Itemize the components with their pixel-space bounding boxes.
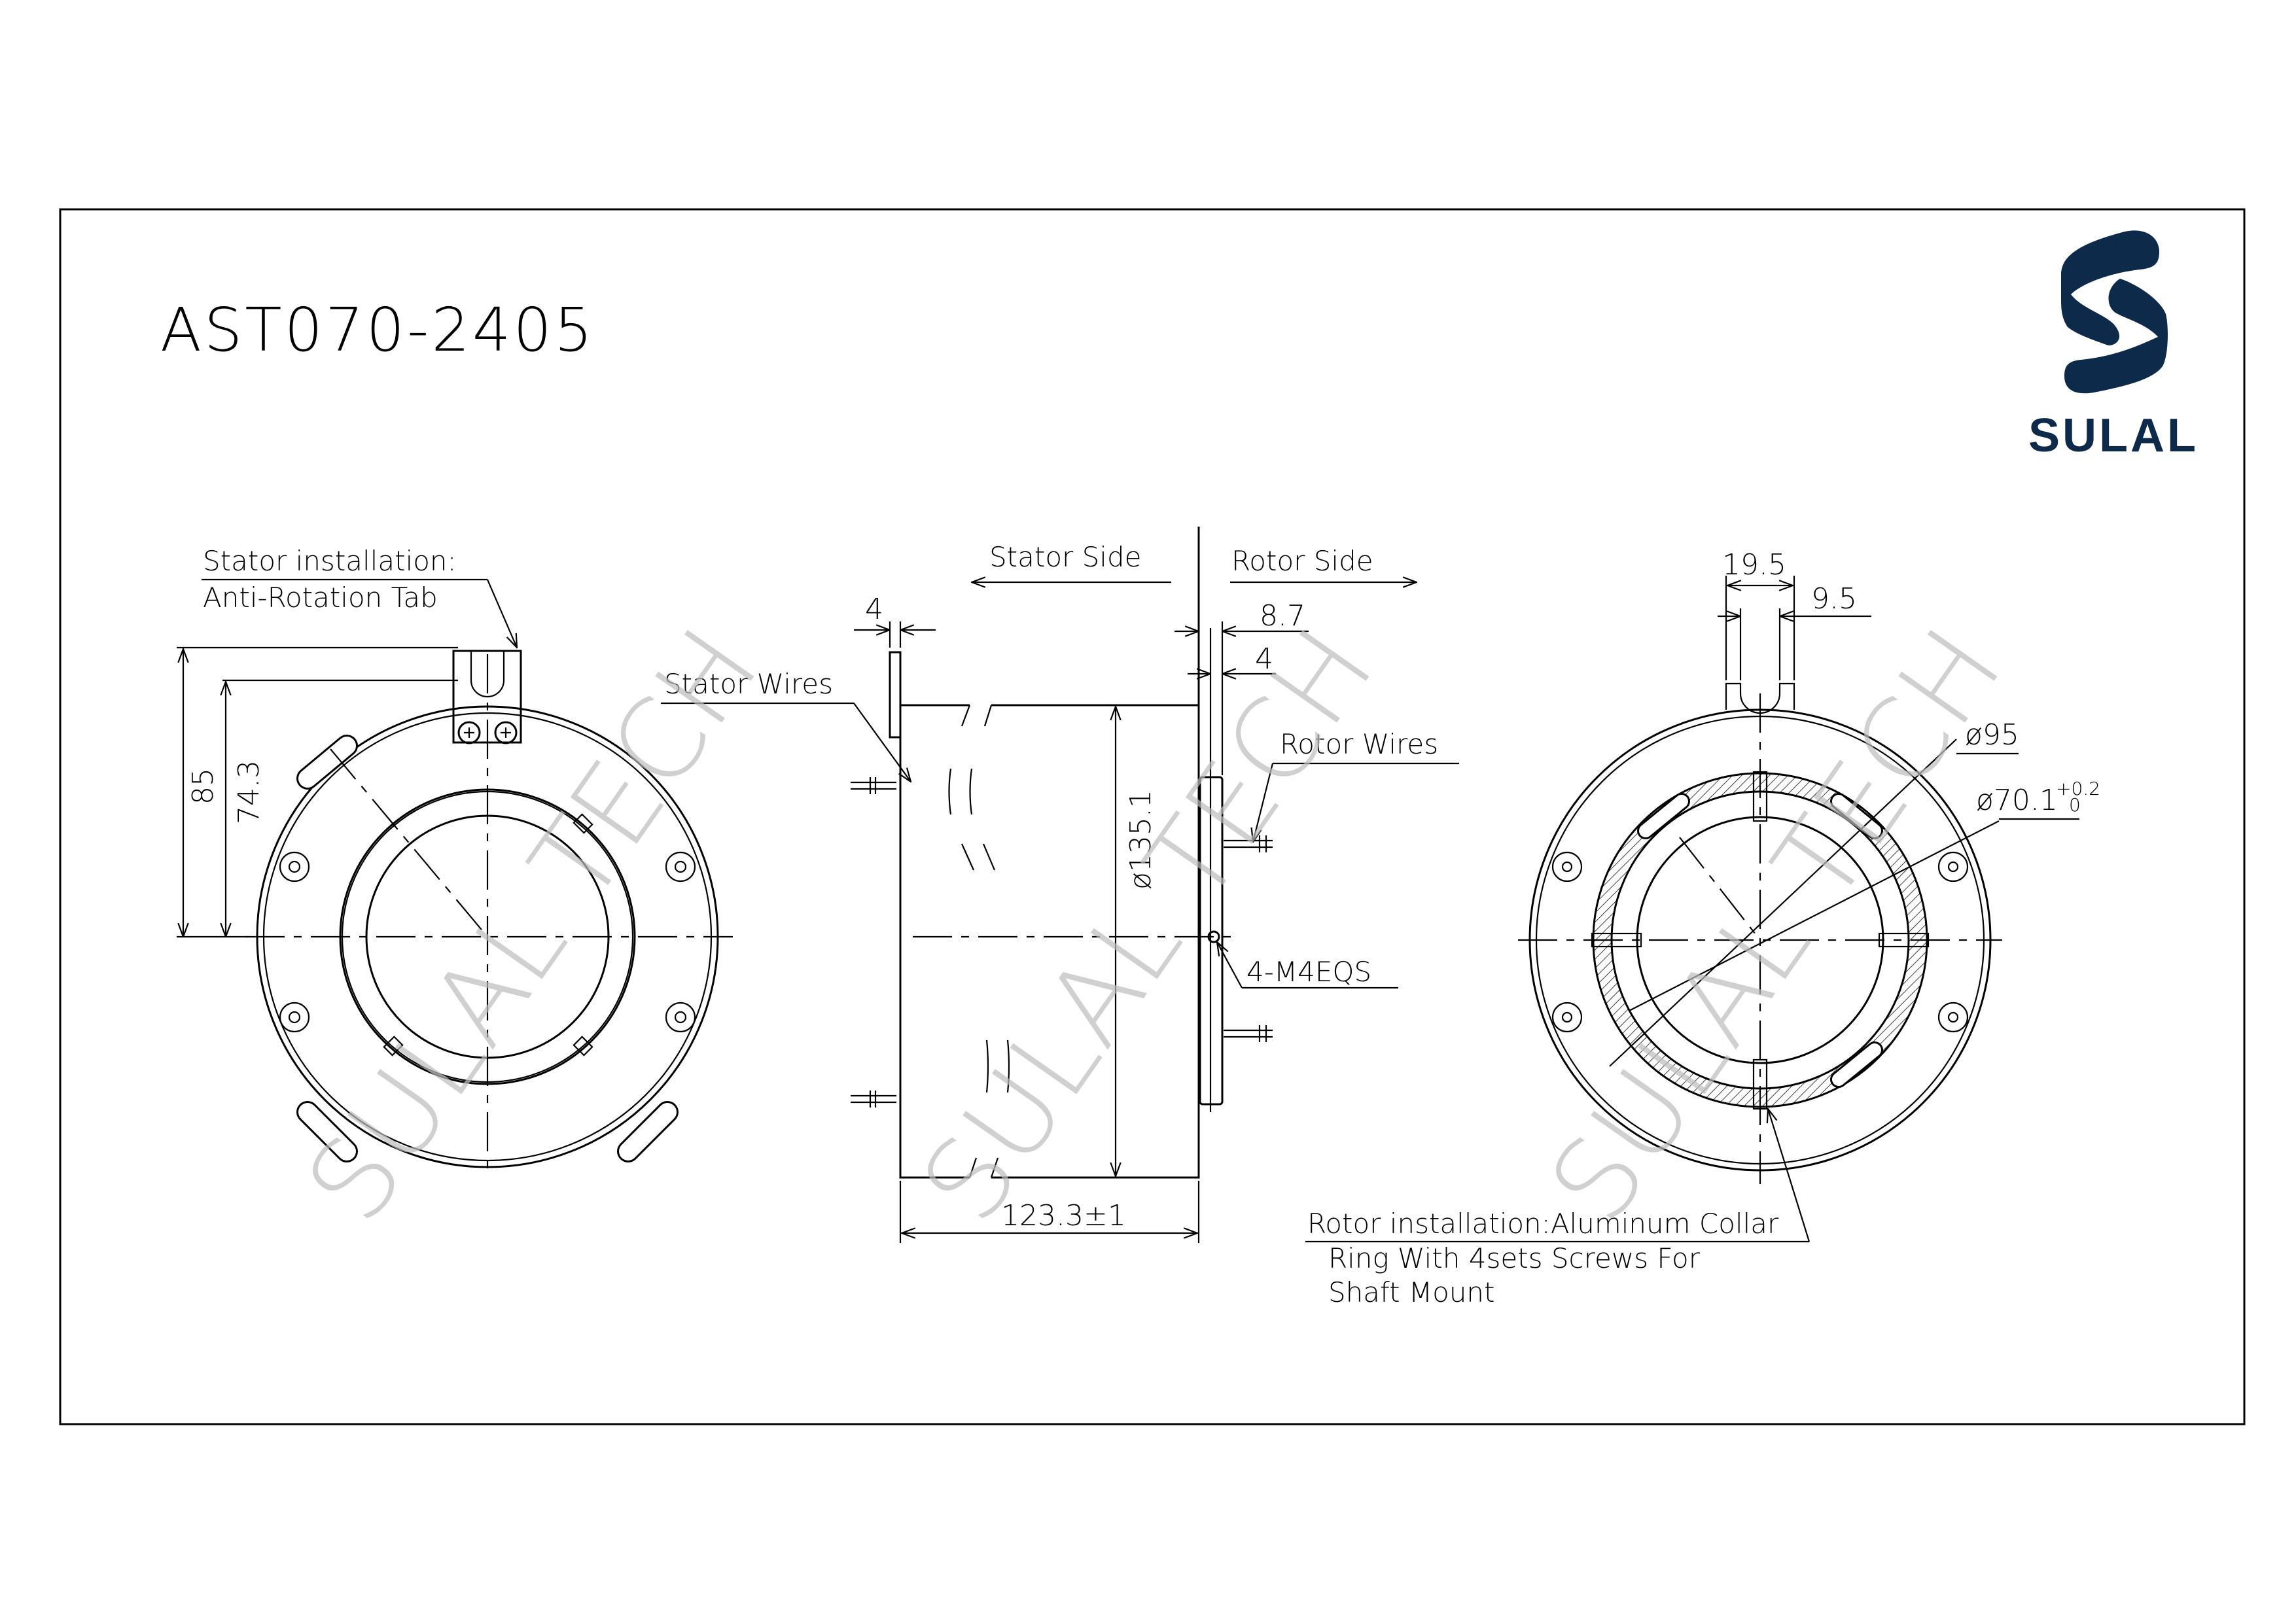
rotor-installation-callout-2: Ring With 4sets Screws For xyxy=(1328,1242,1701,1274)
dim-collar-diameter: ø95 xyxy=(1965,718,2019,752)
dim-bore-tol-upper: +0.2 xyxy=(2056,778,2100,799)
stator-installation-callout-2: Anti-Rotation Tab xyxy=(203,582,438,614)
rotor-front-view: 19.5 9.5 ø95 ø70.1 +0.2 0 Rotor installa… xyxy=(1305,548,2100,1308)
sulal-s-logo-icon xyxy=(2061,230,2168,394)
rotor-installation-callout-1: Rotor installation:Aluminum Collar xyxy=(1307,1208,1779,1240)
dim-bore-diameter: ø70.1 xyxy=(1976,784,2058,817)
dim-flange-thickness: 4 xyxy=(1255,642,1273,676)
dim-flange-offset: 8.7 xyxy=(1260,599,1305,633)
stator-front-view: 85 74.3 Stator installation: Anti-Rotati… xyxy=(177,545,733,1178)
dim-length: 123.3±1 xyxy=(1001,1199,1126,1232)
rotor-wires-label: Rotor Wires xyxy=(1280,728,1438,760)
dim-slot-width: 9.5 xyxy=(1811,582,1857,616)
dim-tab-width: 19.5 xyxy=(1722,548,1786,582)
dim-outer-height: 85 xyxy=(186,768,220,805)
watermark-center: SULAL TECH xyxy=(897,606,1399,1246)
rotor-side-label: Rotor Side xyxy=(1231,545,1373,577)
dim-tab-height: 74.3 xyxy=(232,760,266,824)
part-number-title: AST070-2405 xyxy=(160,295,595,365)
screw-spec-label: 4-M4EQS xyxy=(1246,956,1371,988)
stator-wires-label: Stator Wires xyxy=(664,668,833,700)
dim-tab-thickness: 4 xyxy=(865,593,883,626)
dim-diameter: ø135.1 xyxy=(1124,790,1157,890)
side-view: Stator Side Rotor Side 4 8.7 xyxy=(661,527,1459,1243)
drawing-border xyxy=(59,208,2246,1425)
rotor-installation-callout-3: Shaft Mount xyxy=(1328,1276,1495,1308)
dim-bore-tol-lower: 0 xyxy=(2069,794,2081,816)
stator-installation-callout-1: Stator installation: xyxy=(203,545,457,577)
brand-name: SULAL xyxy=(2028,410,2199,462)
bore-diameter-value: ø70.1 xyxy=(1976,784,2058,817)
watermark-left: SULAL TECH xyxy=(282,606,784,1246)
stator-side-label: Stator Side xyxy=(989,541,1141,573)
sulal-logo: SULAL xyxy=(2028,230,2199,462)
